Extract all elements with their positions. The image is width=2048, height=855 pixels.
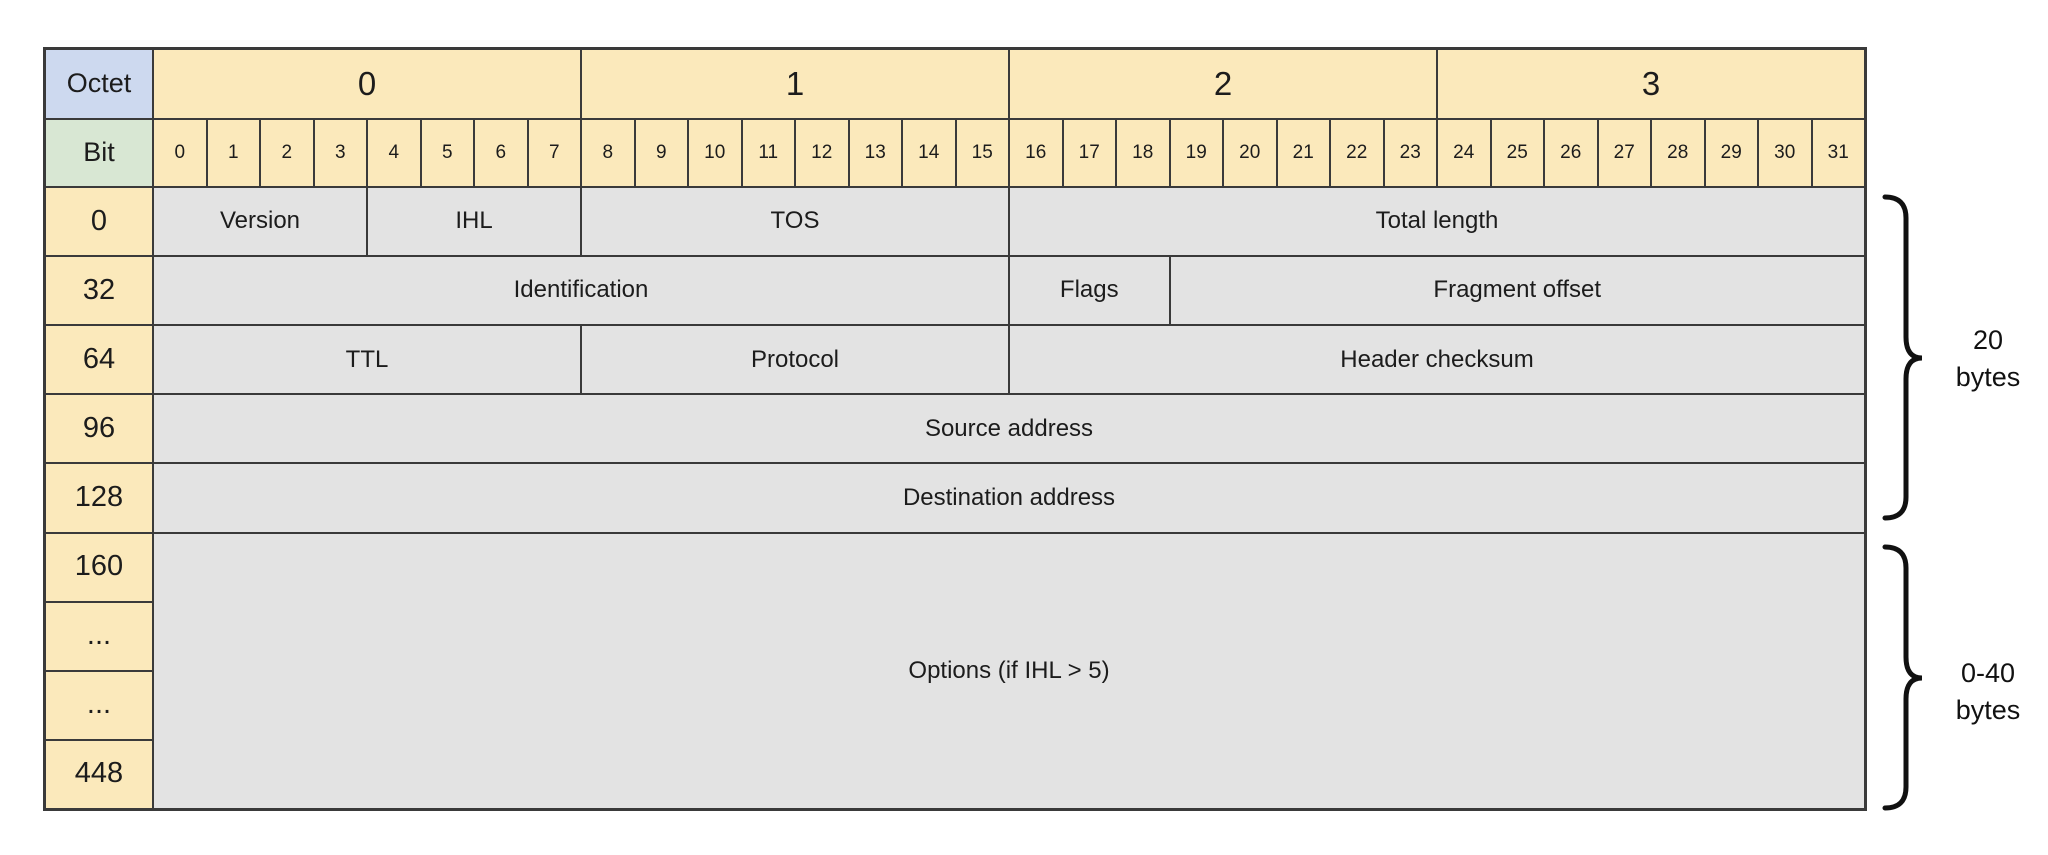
bit-0: 0	[154, 120, 206, 186]
octet-header-label: Octet	[46, 50, 152, 118]
field-source-address: Source address	[154, 395, 1864, 463]
field-protocol: Protocol	[582, 326, 1008, 394]
offset-ellipsis-2: ...	[46, 671, 152, 739]
field-header-checksum: Header checksum	[1010, 326, 1864, 394]
fixed-header-size-unit: bytes	[1955, 362, 2021, 392]
octet-group-2: 2	[1010, 50, 1436, 118]
options-size-value: 0-40	[1960, 658, 2016, 688]
offset-0: 0	[46, 188, 152, 256]
bit-25: 25	[1491, 120, 1543, 186]
options-size-unit: bytes	[1955, 695, 2021, 725]
field-ihl: IHL	[368, 188, 580, 256]
octet-group-1: 1	[582, 50, 1008, 118]
bit-8: 8	[582, 120, 634, 186]
bit-5: 5	[421, 120, 473, 186]
offset-64: 64	[46, 326, 152, 394]
bit-17: 17	[1063, 120, 1115, 186]
bit-14: 14	[903, 120, 955, 186]
octet-group-3: 3	[1438, 50, 1864, 118]
bit-13: 13	[849, 120, 901, 186]
bit-30: 30	[1759, 120, 1811, 186]
bit-24: 24	[1438, 120, 1490, 186]
bit-3: 3	[314, 120, 366, 186]
bit-header-label: Bit	[46, 120, 152, 186]
bit-1: 1	[207, 120, 259, 186]
field-flags: Flags	[1010, 257, 1169, 325]
bit-31: 31	[1812, 120, 1864, 186]
bit-4: 4	[368, 120, 420, 186]
offset-160: 160	[46, 533, 152, 601]
offset-448: 448	[46, 740, 152, 808]
bit-19: 19	[1170, 120, 1222, 186]
bit-15: 15	[956, 120, 1008, 186]
bit-2: 2	[261, 120, 313, 186]
bit-7: 7	[528, 120, 580, 186]
field-options-if-ihl-5: Options (if IHL > 5)	[154, 533, 1864, 808]
fixed-header-size-label: 20 bytes	[1928, 322, 2048, 396]
bit-10: 10	[689, 120, 741, 186]
octet-group-0: 0	[154, 50, 580, 118]
bit-9: 9	[635, 120, 687, 186]
bit-11: 11	[742, 120, 794, 186]
bit-20: 20	[1224, 120, 1276, 186]
field-version: Version	[154, 188, 366, 256]
bit-23: 23	[1384, 120, 1436, 186]
field-total-length: Total length	[1010, 188, 1864, 256]
fixed-header-brace	[1882, 194, 1923, 521]
field-identification: Identification	[154, 257, 1008, 325]
bit-6: 6	[475, 120, 527, 186]
bit-21: 21	[1277, 120, 1329, 186]
bit-29: 29	[1705, 120, 1757, 186]
bit-27: 27	[1598, 120, 1650, 186]
field-fragment-offset: Fragment offset	[1170, 257, 1864, 325]
bit-26: 26	[1545, 120, 1597, 186]
offset-ellipsis-1: ...	[46, 602, 152, 670]
bit-12: 12	[796, 120, 848, 186]
field-tos: TOS	[582, 188, 1008, 256]
offset-96: 96	[46, 395, 152, 463]
bit-22: 22	[1331, 120, 1383, 186]
options-size-label: 0-40 bytes	[1928, 655, 2048, 729]
bit-28: 28	[1652, 120, 1704, 186]
offset-32: 32	[46, 257, 152, 325]
offset-128: 128	[46, 464, 152, 532]
fixed-header-size-value: 20	[1972, 325, 2004, 355]
field-destination-address: Destination address	[154, 464, 1864, 532]
options-brace	[1882, 544, 1923, 811]
field-ttl: TTL	[154, 326, 580, 394]
bit-16: 16	[1010, 120, 1062, 186]
bit-18: 18	[1117, 120, 1169, 186]
